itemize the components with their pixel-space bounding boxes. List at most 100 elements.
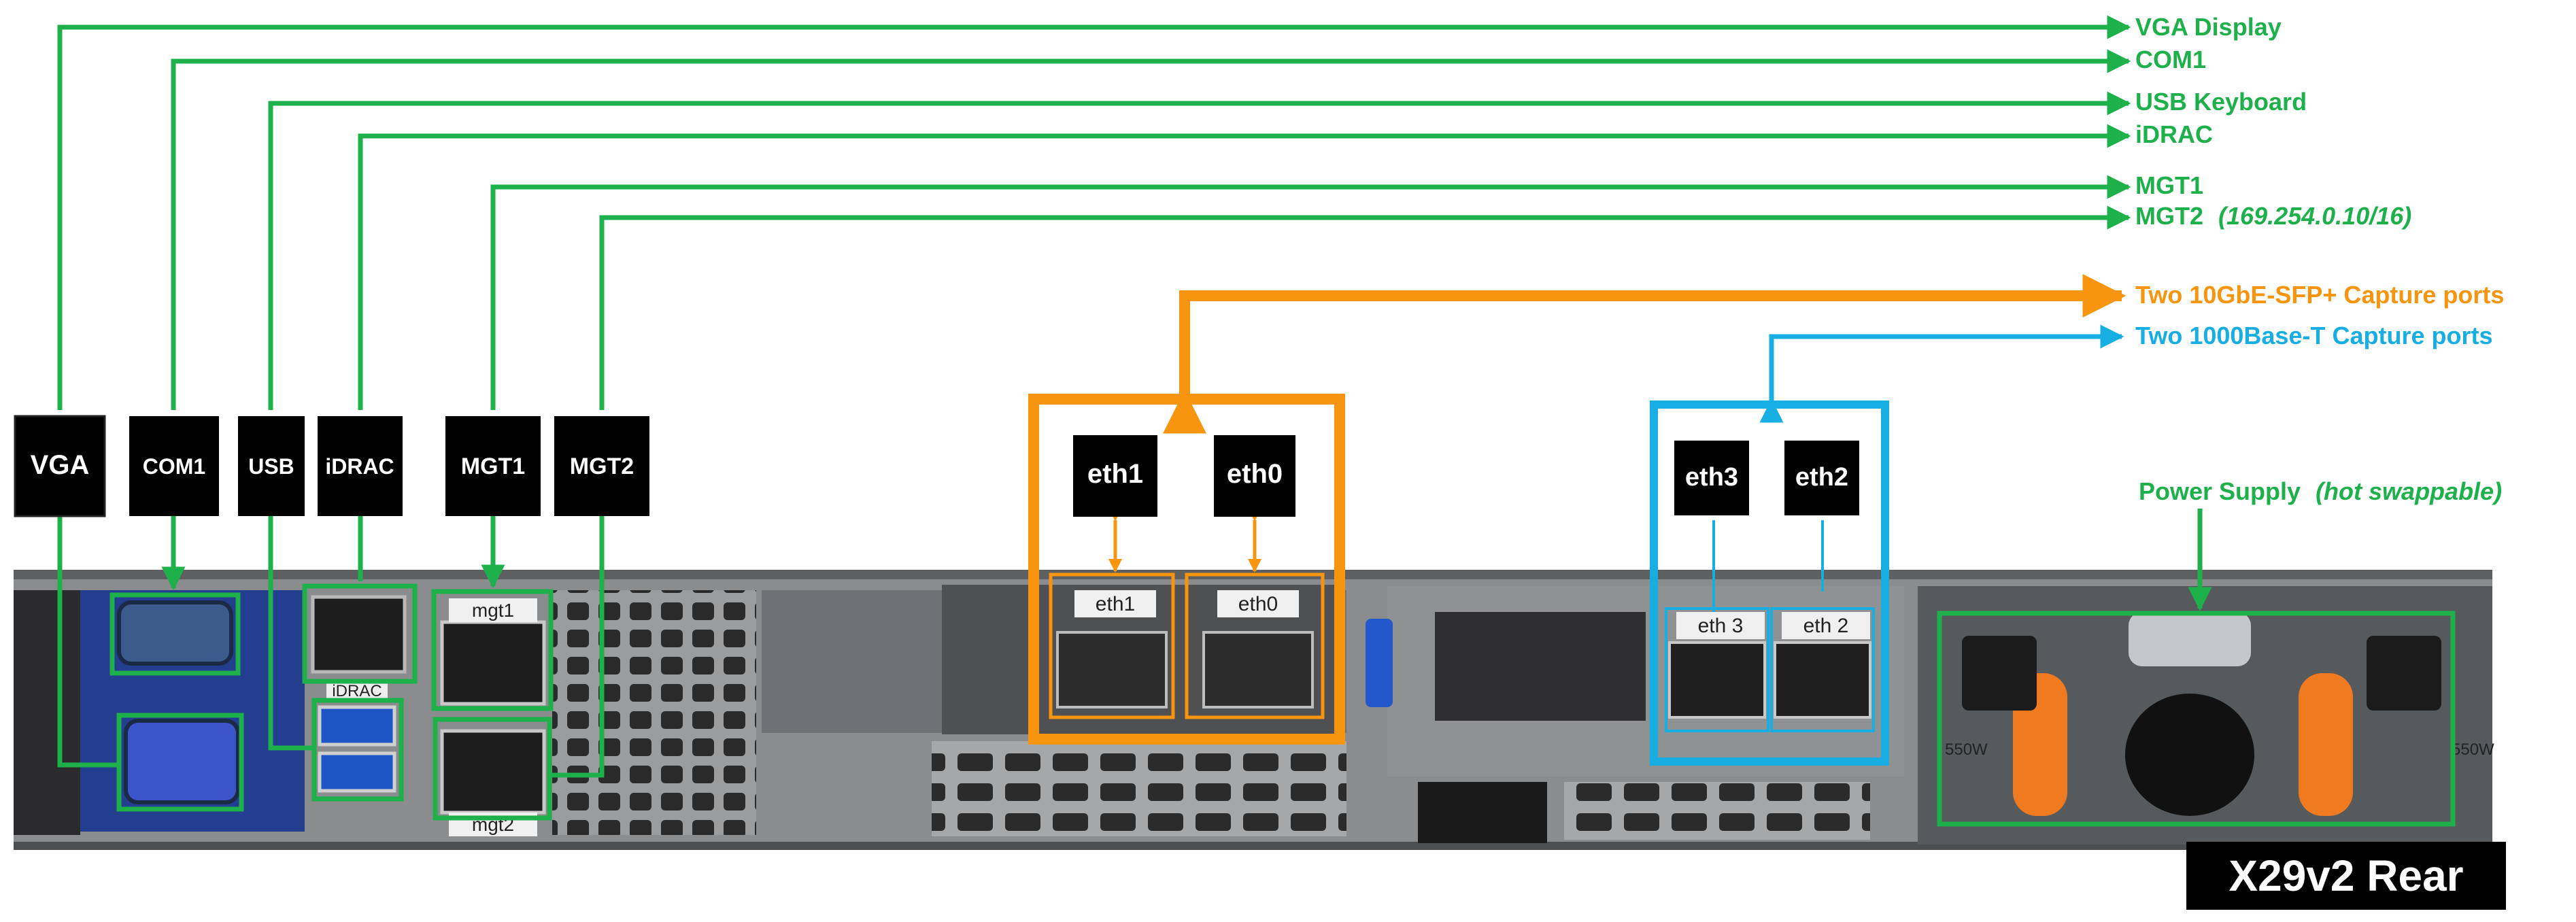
left-panel-dark: [14, 590, 80, 835]
eth0-sfp-highlight: [1185, 573, 1325, 719]
usb-line-top: [268, 91, 2131, 410]
hardware-labels: iDRAC mgt1 mgt2 eth1 eth0 eth 3 eth 2 55…: [326, 590, 2494, 836]
eth2-box-label: eth2: [1795, 463, 1848, 492]
rj45-eth2: [1774, 641, 1871, 719]
idrac-box: [318, 416, 403, 516]
eth0-box: [1214, 435, 1295, 517]
base-t-callout-line: [1759, 324, 2124, 423]
usb-port-2: [318, 751, 396, 793]
eth0-tag-text: eth0: [1238, 593, 1278, 615]
power-supply-label: Power Supply (hot swappable): [2139, 477, 2502, 505]
base-t-capture-label: Two 1000Base-T Capture ports: [2135, 322, 2492, 349]
sfp-cage-eth0: [1202, 631, 1314, 708]
mgt2-ip-label: (169.254.0.10/16): [2218, 202, 2411, 230]
mgt2-label-name: MGT2: [2135, 202, 2203, 230]
mgt1-port-graphic: [440, 620, 546, 706]
io-port-graphics: [117, 595, 2441, 816]
rj45-eth3: [1668, 641, 1766, 719]
mgt1-highlight: [431, 589, 554, 711]
service-tag-plate: [1418, 782, 1547, 843]
vent-left: [552, 590, 756, 835]
eth2-highlight: [1770, 607, 1875, 732]
usb-port-1: [318, 705, 396, 747]
vent-right: [1564, 782, 1870, 840]
usb-line-bottom: [258, 447, 314, 751]
vga-highlight: [116, 713, 244, 812]
eth2-tag-text: eth 2: [1803, 615, 1849, 637]
eth2-tag: [1782, 612, 1870, 639]
mgt1-box: [445, 416, 541, 516]
eth1-sfp-highlight: [1049, 573, 1175, 719]
psu-strap: [2125, 694, 2254, 816]
eth3-tag-text: eth 3: [1698, 615, 1744, 637]
com1-label: COM1: [2135, 46, 2206, 73]
usb-box: [238, 416, 305, 516]
vga-connector: [124, 719, 240, 804]
eth1-box: [1073, 435, 1157, 517]
green-highlights: [109, 583, 2456, 827]
mgt2-line-bottom: [549, 447, 614, 778]
eth1-tag: [1074, 590, 1156, 617]
base-t-capture-group: [1650, 324, 2124, 766]
eth3-highlight: [1665, 607, 1769, 732]
mgt1-tag-text: mgt1: [472, 600, 514, 621]
sfp-capture-label: Two 10GbE-SFP+ Capture ports: [2135, 281, 2504, 309]
vga-display-label: VGA Display: [2135, 13, 2282, 41]
mgt1-line-top: [490, 175, 2131, 410]
title-text: X29v2 Rear: [2228, 851, 2463, 900]
mgt1-tag: [449, 598, 537, 622]
idrac-tag-text: iDRAC: [332, 682, 382, 700]
com1-highlight: [109, 592, 241, 676]
com1-connector: [117, 600, 233, 666]
eth1-tag-text: eth1: [1096, 593, 1135, 615]
idrac-highlight: [302, 583, 418, 684]
vent-middle: [932, 741, 1346, 836]
eth3-box: [1674, 441, 1749, 515]
psu-handle-right: [2299, 673, 2353, 816]
eth2-box: [1784, 441, 1859, 515]
sfp-callout-line: [1163, 274, 2126, 434]
mgt2-box-label: MGT2: [570, 454, 634, 479]
idrac-label: iDRAC: [2135, 120, 2213, 148]
eth3-box-label: eth3: [1685, 463, 1738, 492]
psu-highlight: [1937, 611, 2456, 827]
power-supply-note: (hot swappable): [2316, 477, 2502, 505]
mgt2-highlight: [433, 717, 552, 821]
mgt1-label: MGT1: [2135, 171, 2203, 199]
mgt2-port-graphic: [440, 729, 546, 815]
vga-line-bottom: [48, 447, 119, 768]
riser-bracket-2: [1435, 612, 1646, 721]
idrac-line-top: [358, 124, 2131, 410]
mgt2-line-top: [599, 205, 2131, 410]
eth0-box-label: eth0: [1227, 459, 1283, 489]
mgt2-box: [554, 416, 649, 516]
com1-box: [129, 416, 219, 516]
power-supply-name: Power Supply: [2139, 477, 2301, 505]
title-background: [2186, 842, 2506, 910]
green-connectors: [48, 15, 2212, 778]
usb-keyboard-label: USB Keyboard: [2135, 88, 2307, 116]
psu-right-wattage: 550W: [2452, 740, 2494, 759]
eth0-tag: [1217, 590, 1299, 617]
vga-box: [14, 415, 106, 517]
sfp-capture-group: [1028, 274, 2126, 745]
mgt1-box-label: MGT1: [461, 454, 525, 479]
psu-inlet-left: [1962, 636, 2037, 711]
eth1-box-label: eth1: [1087, 459, 1143, 489]
mgt2-label: MGT2 (169.254.0.10/16): [2135, 202, 2411, 230]
port-boxes: VGA COM1 USB iDRAC MGT1 MGT2 eth1 eth0 e…: [14, 415, 1859, 517]
callout-labels: VGA Display COM1 USB Keyboard iDRAC MGT1…: [2135, 13, 2504, 505]
blue-latch: [1366, 619, 1393, 707]
vga-box-label: VGA: [31, 450, 90, 480]
psu-inlet-right: [2367, 636, 2441, 711]
title-block: X29v2 Rear: [2186, 842, 2506, 910]
vga-line-top: [57, 15, 2131, 410]
psu-clear-latch: [2129, 612, 2251, 666]
com1-line-top: [171, 49, 2131, 410]
sfp-cage-eth1: [1056, 631, 1168, 708]
eth3-tag: [1676, 612, 1765, 639]
com1-box-label: COM1: [143, 454, 205, 479]
idrac-port-graphic: [311, 595, 407, 674]
idrac-box-label: iDRAC: [325, 454, 394, 479]
